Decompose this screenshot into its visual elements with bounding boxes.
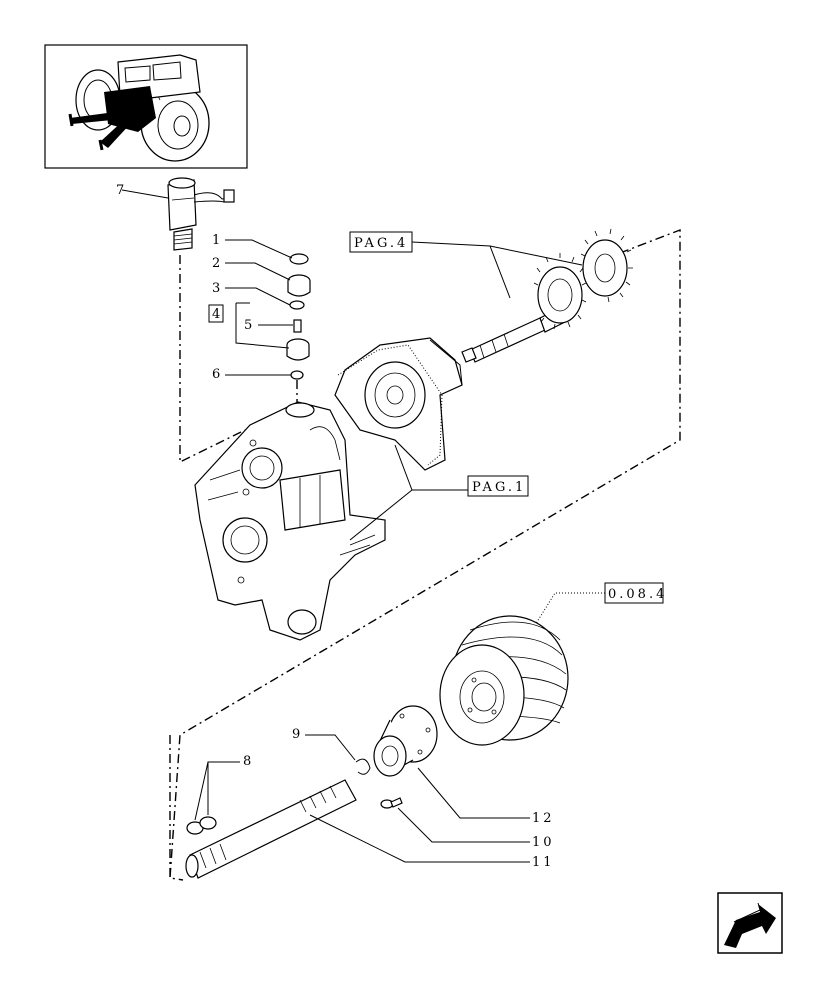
tractor-icon [68,54,210,162]
svg-text:PAG.4: PAG.4 [354,236,408,251]
clutch-pack [439,615,569,746]
bell-housing [334,337,463,471]
svg-text:8: 8 [243,754,251,769]
svg-text:5: 5 [244,318,252,333]
callout-7: 7 [116,183,124,198]
svg-text:0.08.4: 0.08.4 [608,587,667,602]
svg-text:9: 9 [292,727,300,742]
transmission-housing [194,401,386,641]
ref-0084: 0.08.4 [531,582,667,631]
callout-lines-1-6: 1 2 3 5 6 4 [208,233,293,382]
ref-pag1: PAG.1 [349,444,529,541]
prev-page-arrow-icon[interactable] [717,892,783,954]
callout-lines-8-12: 8 9 12 10 11 [194,727,555,870]
svg-text:PAG.1: PAG.1 [472,480,526,495]
svg-text:11: 11 [532,855,555,870]
bolt-part-10 [380,797,403,809]
tractor-thumbnail [44,44,248,169]
svg-text:1: 1 [212,233,220,248]
box-ref-4: 4 [212,307,220,322]
svg-text:10: 10 [532,835,555,850]
circlip-part-9 [355,758,371,775]
svg-text:2: 2 [212,256,220,271]
gear-shaft [461,228,633,363]
valve-stack [286,253,311,405]
svg-text:12: 12 [532,811,555,826]
sensor-part-7: 7 [116,177,235,251]
svg-text:6: 6 [212,367,220,382]
ref-pag4: PAG.4 [349,231,583,299]
shaft-part-11 [185,779,357,879]
rings-part-8 [186,816,217,835]
svg-text:3: 3 [212,281,220,296]
hub-part-12 [373,705,438,777]
